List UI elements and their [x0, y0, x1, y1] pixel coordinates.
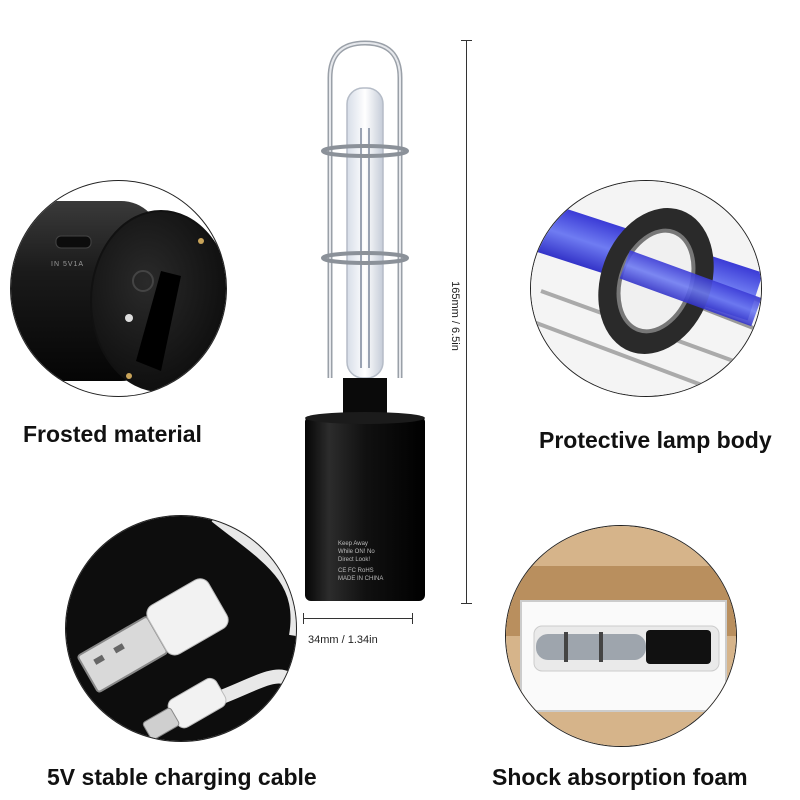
width-tick-right: [412, 613, 413, 624]
width-dimension-label: 34mm / 1.34in: [308, 634, 378, 646]
caption-charging-cable: 5V stable charging cable: [47, 764, 317, 790]
protective-lamp-body-detail: [530, 180, 762, 397]
width-dimension-line: [303, 618, 413, 619]
warning-line-3: Direct Look!: [338, 557, 371, 563]
height-tick-top: [461, 40, 472, 41]
usb-cable-image: [66, 516, 296, 741]
charging-cable-detail: [65, 515, 297, 742]
shock-foam-detail: [505, 525, 737, 747]
frosted-material-detail: IN 5V1A: [10, 180, 227, 397]
caption-protective-lamp-body: Protective lamp body: [539, 427, 772, 453]
origin-mark: MADE IN CHINA: [338, 576, 384, 582]
lamp-cage-closeup-image: [531, 181, 761, 396]
packaging-box-image: [506, 526, 736, 746]
port-label: IN 5V1A: [51, 261, 85, 268]
cert-marks: CE FC RoHS: [338, 568, 374, 574]
frosted-base-image: [11, 201, 226, 392]
height-tick-bottom: [461, 603, 472, 604]
body-print: Keep Away While ON! No Direct Look! CE F…: [338, 540, 383, 583]
width-tick-left: [303, 613, 304, 624]
height-dimension-label: 165mm / 6.5in: [448, 281, 461, 351]
warning-line-2: While ON! No: [338, 549, 375, 555]
warning-line-1: Keep Away: [338, 541, 368, 547]
height-dimension-line: [466, 40, 467, 604]
caption-shock-foam: Shock absorption foam: [492, 764, 748, 790]
caption-frosted-material: Frosted material: [23, 421, 202, 447]
uv-lamp-product-image: [305, 40, 425, 601]
